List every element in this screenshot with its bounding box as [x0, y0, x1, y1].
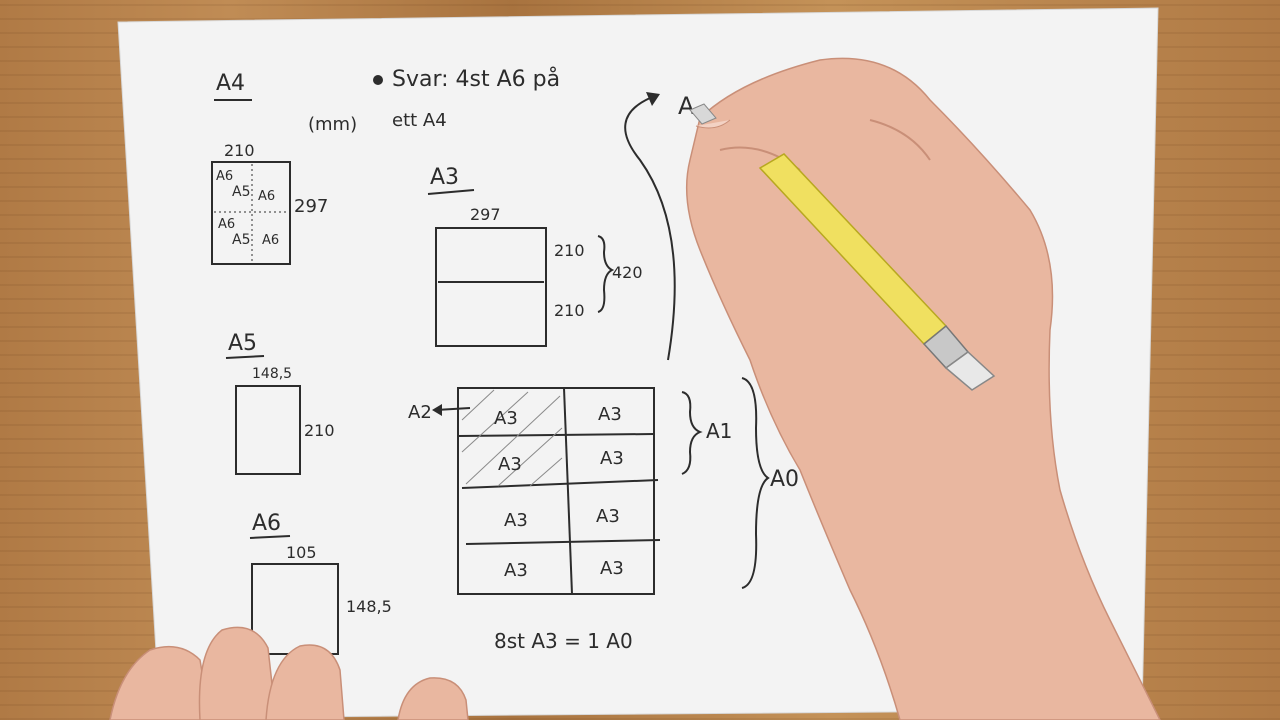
a3-width-label: 297	[470, 205, 501, 224]
answer-text: Svar: 4st A6 på	[392, 66, 560, 92]
grid-cell-label: A3	[504, 560, 528, 581]
thumb	[397, 677, 469, 720]
grid-cell-label: A3	[498, 454, 522, 475]
a6-width-label: 105	[286, 543, 317, 562]
finger	[265, 644, 345, 720]
grid-cell-label: A3	[598, 404, 622, 425]
a4-cell: A5	[232, 232, 250, 248]
a6-heading-underline	[249, 535, 291, 539]
a2-arrow-head	[432, 404, 442, 416]
a1-brace	[681, 391, 703, 475]
grid-cell-label: A3	[600, 558, 624, 579]
bullet-dot	[373, 75, 383, 85]
grid-cell-label: A3	[504, 510, 528, 531]
a4-sheet	[211, 161, 291, 265]
a0-outline	[457, 387, 655, 595]
curved-arrow	[624, 97, 676, 361]
a2-hatching	[461, 389, 563, 487]
a0-brace	[741, 377, 770, 589]
a5-sheet	[235, 385, 301, 475]
grid-divider-h	[461, 479, 659, 489]
grid-cell-label: A3	[596, 506, 620, 527]
fingernail	[695, 119, 731, 129]
a4-heading: A4	[216, 71, 245, 96]
a3-total-label: 420	[612, 263, 643, 282]
a6-height-label: 148,5	[346, 597, 392, 616]
a5-heading-underline	[225, 355, 265, 359]
a0-grid: A3 A3 A3 A3 A3 A3 A3 A3	[457, 387, 661, 595]
grid-divider-v	[563, 387, 573, 595]
a1-label: A1	[706, 419, 732, 443]
curved-arrow-head	[646, 92, 660, 106]
a0-label: A0	[770, 467, 799, 492]
equation-text: 8st A3 = 1 A0	[494, 629, 633, 653]
pen-tip	[689, 103, 717, 125]
finger	[198, 626, 277, 720]
pen-end-cap	[944, 351, 996, 391]
a6-heading: A6	[252, 511, 281, 536]
a3-heading-underline	[427, 189, 475, 195]
a4-cell: A5	[232, 184, 250, 200]
a3-sheet	[435, 227, 547, 347]
a5-height-label: 210	[304, 421, 335, 440]
one-a4-text: ett A4	[392, 110, 447, 131]
unit-text: (mm)	[308, 114, 357, 135]
grid-cell-label: A3	[494, 408, 518, 429]
hand-shape	[685, 57, 1161, 720]
a5-heading: A5	[228, 331, 257, 356]
a5-width-label: 148,5	[252, 366, 292, 382]
corner-letter: A	[678, 92, 695, 120]
resting-hand	[109, 626, 469, 720]
finger	[109, 645, 211, 720]
a4-cell: A6	[258, 189, 275, 204]
a2-label: A2	[408, 402, 432, 423]
a4-cell: A6	[218, 217, 235, 232]
writing-hand	[685, 57, 1161, 720]
a3-brace	[597, 235, 615, 313]
a4-width-label: 210	[224, 141, 255, 160]
a4-height-label: 297	[294, 196, 328, 217]
knuckle-line	[869, 119, 931, 161]
a4-cell: A6	[262, 233, 279, 248]
grid-cell-label: A3	[600, 448, 624, 469]
a3-heading: A3	[430, 165, 459, 190]
grid-divider-h	[465, 539, 661, 545]
grid-divider-h	[457, 433, 655, 437]
a4-cell: A6	[216, 169, 233, 184]
a3-half-top-label: 210	[554, 241, 585, 260]
a3-half-bottom-label: 210	[554, 301, 585, 320]
